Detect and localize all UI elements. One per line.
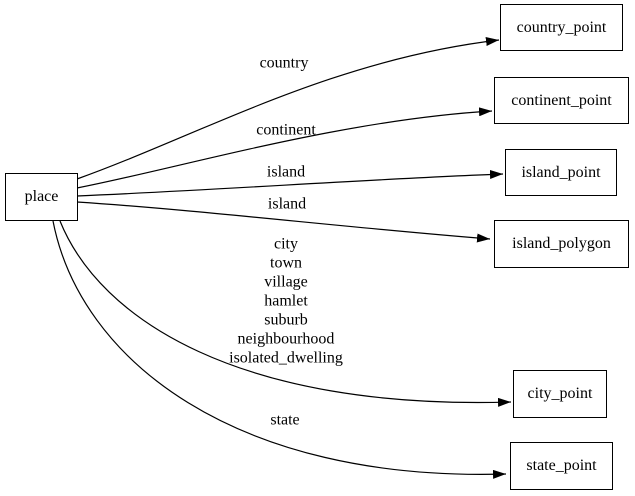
- node-place: place: [5, 173, 78, 221]
- node-island-polygon: island_polygon: [494, 220, 629, 268]
- edge-label-town: town: [269, 254, 302, 272]
- node-island-point-label: island_point: [521, 163, 601, 181]
- edge-place-to-state-point: [52, 220, 507, 479]
- node-place-label: place: [24, 188, 59, 205]
- node-island-point: island_point: [505, 149, 617, 196]
- edge-label-village: village: [264, 273, 308, 291]
- edge-label-hamlet: hamlet: [264, 292, 308, 310]
- edge-label-island-polygon: island: [267, 195, 307, 213]
- edge-place-to-island-polygon: [76, 201, 491, 243]
- edge-place-to-continent-point: [76, 107, 493, 189]
- node-continent-point: continent_point: [494, 77, 629, 124]
- node-state-point-label: state_point: [526, 457, 597, 474]
- edge-label-isolated-dwelling: isolated_dwelling: [229, 349, 343, 367]
- node-continent-point-label: continent_point: [511, 91, 612, 109]
- edge-label-state: state: [270, 411, 300, 429]
- edge-label-suburb: suburb: [264, 311, 308, 329]
- node-city-point: city_point: [513, 370, 607, 418]
- edge-label-country: country: [259, 54, 309, 72]
- edge-place-to-island-point: [76, 169, 504, 197]
- node-country-point-label: country_point: [516, 18, 607, 36]
- edge-label-city: city: [273, 235, 298, 253]
- edge-place-to-country-point: [76, 37, 500, 180]
- node-island-polygon-label: island_polygon: [512, 235, 611, 252]
- edge-label-city-point-group: city town village hamlet suburb neighbou…: [229, 235, 343, 368]
- edge-place-to-city-point: [59, 220, 512, 407]
- edge-label-island-point: island: [266, 163, 306, 181]
- edge-label-continent: continent: [256, 121, 316, 139]
- edge-label-neighbourhood: neighbourhood: [237, 330, 335, 348]
- node-state-point: state_point: [510, 442, 613, 490]
- node-city-point-label: city_point: [527, 385, 593, 402]
- node-country-point: country_point: [500, 4, 623, 51]
